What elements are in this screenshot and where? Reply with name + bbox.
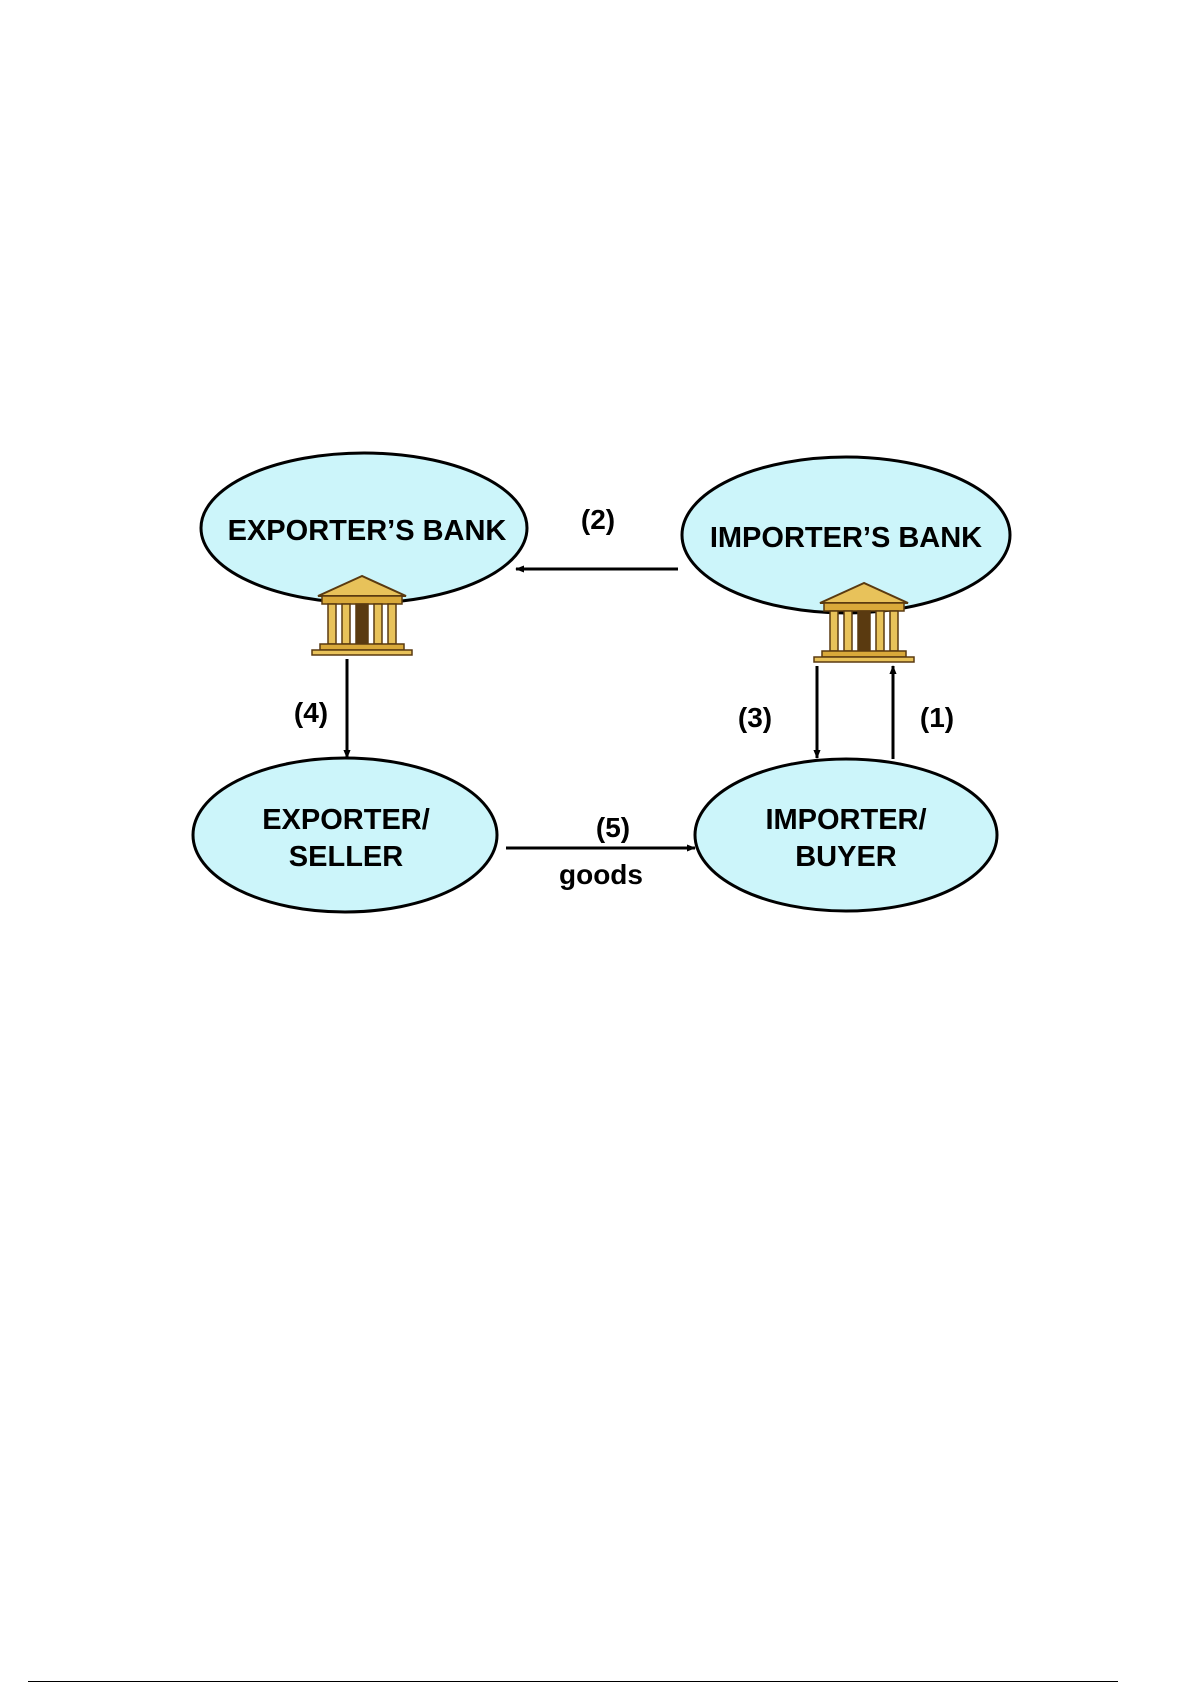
step-2-label: (2) (581, 504, 615, 535)
step-3-label: (3) (738, 702, 772, 733)
importers-bank-label: IMPORTER’S BANK (710, 522, 982, 554)
step-1-label: (1) (920, 702, 954, 733)
importer-label-line1: IMPORTER/ (765, 804, 926, 836)
importer-label-line2: BUYER (795, 841, 897, 873)
step-4-label: (4) (294, 697, 328, 728)
exporter-label-line1: EXPORTER/ (262, 804, 430, 836)
exporter-label-line2: SELLER (289, 841, 403, 873)
goods-label: goods (559, 859, 643, 890)
page-footer-rule (28, 1681, 1118, 1682)
exporters-bank-label: EXPORTER’S BANK (228, 515, 507, 547)
step-5-label: (5) (596, 812, 630, 843)
